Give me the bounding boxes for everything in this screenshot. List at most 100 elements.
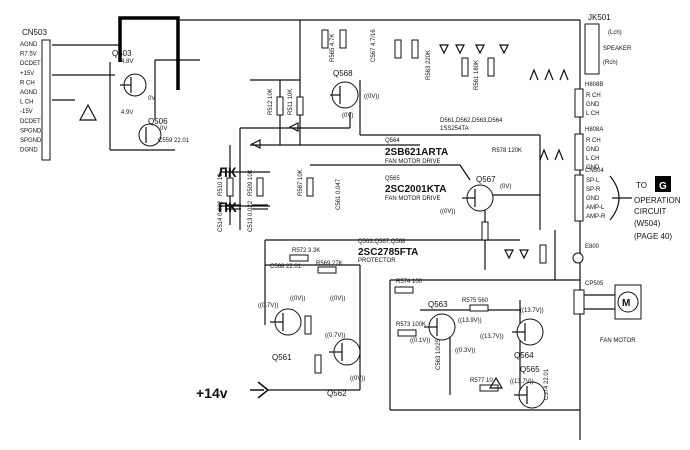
cp505-label: CP505 (585, 281, 604, 287)
r573-label: R573 100K (396, 322, 426, 328)
r578-label: R578 120K (492, 148, 522, 154)
cn503.pins-pin-label: AGND (20, 90, 38, 96)
h808a-label: H808A (585, 127, 603, 133)
protector-parts-label: Q563,Q567,Q568 (358, 239, 406, 245)
r587-label: R587 10K (298, 169, 304, 196)
q561-q562-block: Q561 Q562 ((0.7V)) ((0V)) ((0.7V)) ((0V)… (258, 296, 365, 398)
cn503.pins-pin-label: DGND (20, 148, 38, 154)
r569-label: R569 27K (316, 261, 343, 267)
r510-label: R510 10 (218, 173, 224, 196)
cn503-title: CN503 (22, 28, 47, 37)
q564-q565-block: Q564 Q565 ((13.7V)) ((13.7V)) ((13.7V)) (480, 308, 546, 409)
q564-part-label: Q564 (385, 138, 400, 144)
q562-label: Q562 (327, 389, 347, 398)
q567-voltage-b: ((0V)) (440, 209, 455, 215)
cn503.pins-pin-label: DCDET (20, 119, 41, 125)
q565-voltage: ((13.7V)) (510, 379, 534, 385)
cn503.pins-pin-label: -15V (20, 109, 33, 115)
q503-voltage-a: 4.8V (121, 59, 133, 65)
q567-voltage-a: (0V) (500, 184, 511, 190)
cn503-connector: CN503 AGND R7.5V DCDET +15V R CH AGND L CH -15V… (20, 28, 51, 161)
q564-label: Q564 (514, 351, 534, 360)
lk-label: ЛК (218, 164, 237, 180)
h808b_pins-pin-label: L CH (586, 111, 599, 117)
q562-voltage-b: ((0V)) (330, 296, 345, 302)
r561-label: R561 180K (474, 60, 480, 90)
h808a_pins-pin-label: L CH (586, 156, 599, 162)
cn503.pins-pin-label: R CH (20, 80, 35, 86)
q567-transistor: Q567 (0V) ((0V)) (440, 175, 547, 264)
rch-label: (Rch) (603, 60, 618, 66)
pk-label: ПК (218, 199, 237, 215)
q568-voltage-a: ((0V)) (364, 94, 379, 100)
r574-label: R574 100 (396, 279, 423, 285)
operation-label: OPERATION (634, 196, 681, 205)
q563-transistor: Q563 ((13.9V)) ((0.1V)) ((0.3V)) (410, 300, 482, 354)
c563-label: C563 10/25 (436, 338, 442, 370)
mid-resistors: R512 10K R511 10K R510 10 R509 10K R587 … (218, 88, 342, 232)
q565-part-label: Q565 (385, 176, 400, 182)
cn504_pins-pin-label: AMP-L (586, 205, 605, 211)
e800-label: E800 (585, 244, 600, 250)
cn503.pins-pin-label: DCDET (20, 61, 41, 67)
fan-motor-symbol: M (622, 298, 630, 309)
to-label: TO (636, 181, 647, 190)
supply-label: +14v (196, 385, 228, 401)
q503-voltage-b: 0V (148, 96, 155, 102)
q564-desc-label: FAN MOTOR DRIVE (385, 159, 441, 165)
h808b_pins-pin-label: GND (586, 102, 600, 108)
g-badge-letter: G (659, 181, 667, 192)
q503-label: Q503 (112, 49, 132, 58)
c561-label: C561 0.047 (336, 178, 342, 210)
q568-label: Q568 (333, 69, 353, 78)
q565-desc-label: FAN MOTOR DRIVE (385, 196, 441, 202)
r565-label: R565 4.7K (330, 34, 336, 62)
q562-voltage-a: ((0.7V)) (325, 333, 345, 339)
q563-voltage-b: ((0.1V)) (410, 338, 430, 344)
diode-series-label: D561,D562,D563,D564 (440, 118, 503, 124)
jk501-label: JK501 (588, 13, 611, 22)
cn503.pins-pin-label: AGND (20, 42, 38, 48)
q506-label: Q506 (148, 117, 168, 126)
c514-label: C514 0.022 (218, 200, 224, 232)
q563-voltage-a: ((13.9V)) (458, 318, 482, 324)
jk501-block: JK501 (Lch) SPEAKER (Rch) (529, 13, 632, 81)
page-ref-label: (PAGE 40) (634, 232, 672, 241)
q506-voltage-a: 4.9V (121, 110, 133, 116)
g-badge (655, 176, 671, 192)
q568-voltage-b: (0V) (342, 113, 353, 119)
speaker-label: SPEAKER (603, 46, 632, 52)
h808b_pins-pin-label: R CH (586, 93, 601, 99)
c559-label: C559 22.01 (158, 138, 190, 144)
cn503.pins-pin-label: SPGND (20, 128, 42, 134)
bold-feed-line (118, 16, 180, 90)
cn503.pins-pin-label: SPGND (20, 138, 42, 144)
h808b-label: H808B (585, 82, 603, 88)
c567-label: C567 4.7/16 (371, 29, 377, 62)
r572-label: R572 3.3K (292, 248, 320, 254)
r563-label: R563 220K (426, 50, 432, 80)
top-components: R565 4.7K C567 4.7/16 R563 220K R561 180… (321, 29, 509, 90)
wiring (180, 19, 581, 440)
diode-type-label: 1SS254TA (440, 126, 469, 132)
cn504-label: CN504 (585, 168, 604, 174)
r509-label: R509 10K (248, 169, 254, 196)
protector-type-label: 2SC2785FTA (358, 247, 418, 258)
c568-label: C568 22.01 (270, 264, 302, 270)
cn504_pins-pin-label: SP-L (586, 178, 600, 184)
q561-voltage-a: ((0.7V)) (258, 303, 278, 309)
cn503.pins-pin-label: R7.5V (20, 52, 37, 58)
lch-label: (Lch) (608, 30, 622, 36)
cn504_pins-pin-label: SP-R (586, 187, 601, 193)
part-descriptions: Q564 2SB621ARTA FAN MOTOR DRIVE Q565 2SC… (358, 118, 522, 264)
q563-voltage-c: ((0.3V)) (455, 348, 475, 354)
fan-motor-block: CP505 M FAN MOTOR (573, 281, 642, 344)
q568-transistor: Q568 ((0V)) (0V) (330, 69, 379, 119)
cn503.pins-pin-label: L CH (20, 100, 33, 106)
cn504_pins-pin-label: GND (586, 196, 600, 202)
q562-voltage-c: ((0V)) (350, 376, 365, 382)
cn503.pins-pin-label: +15V (20, 71, 34, 77)
h808a_pins-pin-label: GND (586, 165, 600, 171)
q565-label: Q565 (520, 365, 540, 374)
